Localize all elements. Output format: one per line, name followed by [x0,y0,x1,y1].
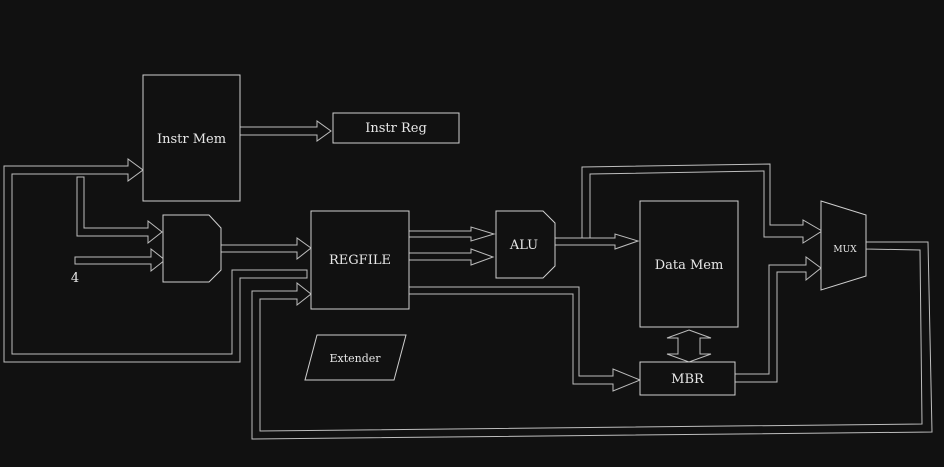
regfile-label: REGFILE [329,253,391,268]
extender-block: Extender [304,334,407,381]
extender-label: Extender [329,352,381,365]
bus-pc-to-adder [76,176,163,245]
bus-mux-writeback-to-regfile [251,241,933,440]
bus-regfile-to-alu-a [408,226,496,242]
bus-pc-loop-to-instrmem [3,158,308,363]
bus-alu-to-mux [581,163,823,244]
alu-block: ALU [495,210,556,279]
bus-regfile-to-mbr [408,286,642,392]
mux-label: MUX [833,245,857,255]
constant-four-label: 4 [71,271,79,286]
bus-alu-to-datamem [554,233,640,250]
mux-block: MUX [820,200,867,291]
instr-mem-block: Instr Mem [142,74,241,202]
bus-adder-to-regfile [220,237,312,261]
regfile-block: REGFILE [310,210,410,310]
mbr-label: MBR [671,372,705,387]
bus-datamem-mbr-bidir [666,329,712,363]
bus-mbr-to-mux [734,256,822,383]
instr-mem-label: Instr Mem [157,132,226,147]
instr-reg-label: Instr Reg [365,121,427,136]
pc-adder-block [162,214,222,283]
bus-four-to-adder [74,247,166,273]
mbr-block: MBR [639,361,736,396]
bus-instrmem-to-instrreg [239,120,332,142]
instr-reg-block: Instr Reg [332,112,460,144]
data-mem-block: Data Mem [639,200,739,328]
alu-label: ALU [509,238,538,253]
data-mem-label: Data Mem [655,258,724,273]
bus-regfile-to-alu-b [408,248,495,266]
